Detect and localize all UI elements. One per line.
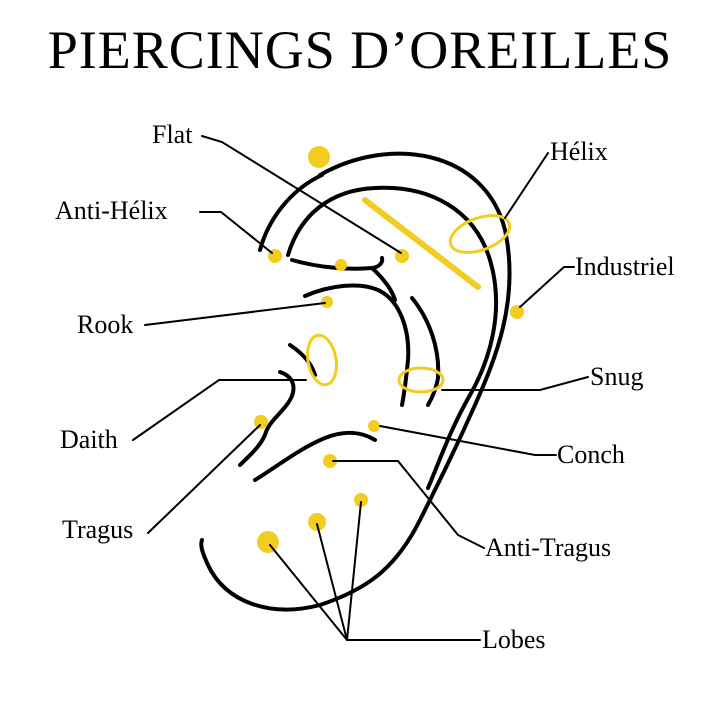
lobes-leader-2 bbox=[316, 523, 348, 641]
label-flat: Flat bbox=[152, 120, 193, 149]
flat-stud bbox=[308, 146, 330, 168]
industrial-stud bbox=[510, 305, 524, 319]
labels: Flat Hélix Anti-Hélix Industriel Rook Sn… bbox=[55, 120, 675, 654]
tragus-stud bbox=[254, 415, 268, 429]
anti-helix-leader bbox=[199, 211, 273, 254]
label-industrial: Industriel bbox=[575, 252, 675, 281]
label-lobes: Lobes bbox=[482, 625, 546, 654]
lobe-stud-lower bbox=[257, 531, 279, 553]
anti-helix-inner-stud bbox=[335, 259, 347, 271]
label-snug: Snug bbox=[590, 362, 643, 391]
industrial-bar bbox=[362, 197, 481, 290]
label-rook: Rook bbox=[77, 310, 133, 339]
ear-outline bbox=[199, 151, 512, 612]
label-anti-tragus: Anti-Tragus bbox=[485, 533, 611, 562]
helix-leader bbox=[504, 152, 549, 219]
daith-leader bbox=[132, 379, 307, 441]
rook-stud bbox=[321, 296, 333, 308]
label-tragus: Tragus bbox=[62, 515, 133, 544]
snug-leader bbox=[441, 376, 589, 391]
industrial-leader bbox=[519, 266, 575, 308]
leader-lines bbox=[132, 135, 589, 641]
anti-tragus-stud bbox=[323, 454, 337, 468]
label-helix: Hélix bbox=[550, 137, 608, 166]
snug-ring bbox=[397, 366, 445, 394]
conch-leader bbox=[379, 425, 557, 456]
lobes-leader-1 bbox=[269, 544, 348, 641]
conch-stud bbox=[368, 420, 380, 432]
flat-leader bbox=[201, 135, 402, 254]
lobes-leader-3 bbox=[346, 501, 362, 641]
lobe-stud-upper bbox=[354, 493, 368, 507]
label-daith: Daith bbox=[60, 425, 118, 454]
tragus-leader bbox=[147, 424, 261, 534]
page-title: PIERCINGS D’OREILLES bbox=[47, 20, 673, 80]
helix-ring bbox=[448, 214, 512, 254]
anti-tragus-leader bbox=[332, 460, 485, 549]
lobe-stud-middle bbox=[308, 513, 326, 531]
rook-leader bbox=[144, 302, 326, 326]
daith-ring bbox=[306, 333, 338, 387]
label-conch: Conch bbox=[557, 440, 625, 469]
label-anti-helix: Anti-Hélix bbox=[55, 196, 168, 225]
